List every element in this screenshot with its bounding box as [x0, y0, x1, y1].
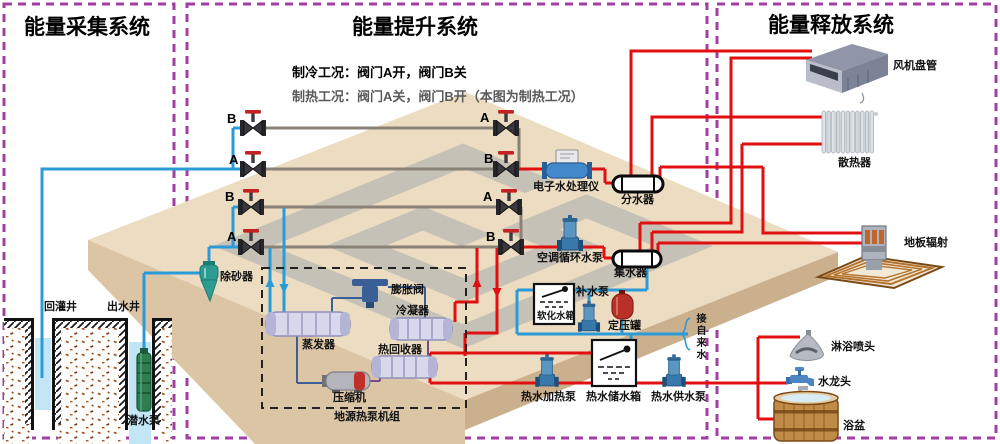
- evaporator-icon: [265, 311, 351, 337]
- valve-label-b1: B: [227, 111, 237, 126]
- heat-recovery-icon: [371, 355, 438, 379]
- valve-label-a3: A: [480, 110, 490, 125]
- valve-label-b2: B: [225, 189, 235, 204]
- sand-remover-icon: [199, 261, 219, 303]
- fan-coil-icon: [806, 44, 888, 104]
- label-softened-tank: 软化水箱: [537, 311, 576, 322]
- radiator-icon: [821, 110, 878, 154]
- label-sand-remover: 除砂器: [220, 271, 253, 283]
- water-processor-icon: [542, 149, 592, 179]
- label-hw-heating-pump: 热水加热泵: [521, 391, 576, 403]
- compressor-icon: [322, 371, 371, 393]
- section-title-release: 能量释放系统: [768, 14, 894, 37]
- expansion-valve-icon: [352, 279, 388, 308]
- valve-label-b4: B: [486, 229, 496, 244]
- valve-label-b3: B: [484, 151, 494, 166]
- pressure-tank-icon: [611, 290, 634, 320]
- section-title-collection: 能量采集系统: [24, 16, 150, 39]
- note-heating-condition: 制热工况：阀门A关，阀门B开（本图为制热工况）: [292, 89, 584, 104]
- label-compressor: 压缩机: [333, 392, 366, 404]
- shower-head-icon: [789, 330, 825, 362]
- label-pressure-tank: 定压罐: [608, 320, 641, 332]
- label-well-outlet: 出水井: [107, 301, 140, 313]
- distributor-icon: [611, 174, 665, 194]
- label-well-recharge: 回灌井: [44, 301, 77, 313]
- heat-pump-unit-box: [261, 267, 467, 409]
- label-faucet: 水龙头: [818, 376, 851, 388]
- section-title-boost: 能量提升系统: [352, 16, 478, 39]
- label-submersible-pump: 潜水泵: [127, 415, 160, 427]
- label-heat-recovery: 热回收器: [378, 344, 422, 356]
- label-tap-water: 接自来水: [694, 313, 705, 361]
- label-hw-supply-pump: 热水供水泵: [651, 391, 706, 403]
- softened-tank-icon: [532, 282, 576, 326]
- submersible-pump-icon: [136, 348, 152, 412]
- label-hw-storage-tank: 热水储水箱: [586, 391, 641, 403]
- valve-b1-icon: [239, 109, 267, 137]
- valve-label-a4: A: [483, 189, 493, 204]
- label-distributor: 分水器: [621, 194, 654, 206]
- floor-radiant-icon: [814, 225, 946, 290]
- bathtub-icon: [773, 386, 839, 442]
- condenser-icon: [389, 317, 453, 341]
- note-cooling-condition: 制冷工况：阀门A开，阀门B关: [292, 65, 467, 80]
- label-bathtub: 浴盆: [843, 420, 865, 432]
- label-condenser: 冷凝器: [396, 305, 429, 317]
- collector-icon: [611, 249, 663, 269]
- flow-arrows: [265, 277, 502, 298]
- label-heat-pump-unit: 地源热泵机组: [334, 411, 400, 423]
- label-shower: 淋浴喷头: [831, 341, 875, 353]
- hw-supply-pump-icon: [661, 353, 687, 388]
- label-ac-pump: 空调循环水泵: [537, 252, 603, 264]
- valve-a1-icon: [239, 150, 267, 178]
- label-collector: 集水器: [614, 267, 647, 279]
- faucet-icon: [786, 367, 814, 386]
- label-floor-radiant: 地板辐射: [904, 237, 948, 249]
- label-expansion-valve: 膨胀阀: [391, 284, 424, 296]
- label-radiator: 散热器: [838, 157, 871, 169]
- hw-storage-tank-icon: [590, 338, 638, 388]
- label-fan-coil: 风机盘管: [893, 60, 937, 72]
- label-makeup-pump: 补水泵: [576, 286, 609, 298]
- valve-label-a1: A: [229, 152, 239, 167]
- label-evaporator: 蒸发器: [302, 339, 335, 351]
- valve-label-a2: A: [227, 229, 237, 244]
- label-water-processor: 电子水处理仪: [533, 181, 599, 193]
